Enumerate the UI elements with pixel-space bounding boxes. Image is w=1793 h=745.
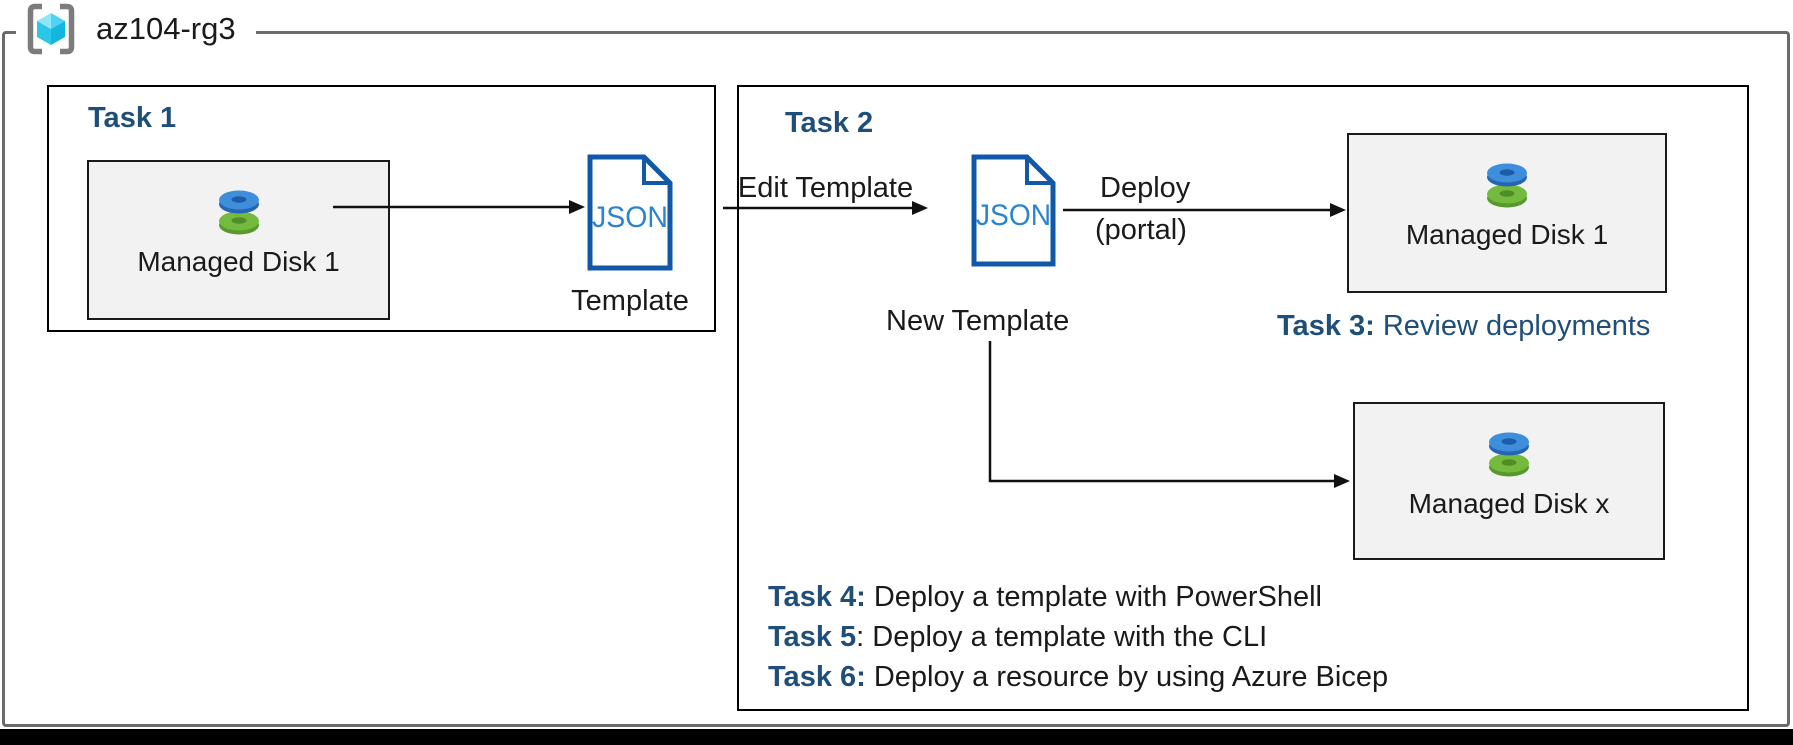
task1-title: Task 1	[88, 102, 177, 134]
managed-disk-1-label: Managed Disk 1	[1405, 219, 1609, 250]
task4-prefix: Task 4:	[768, 581, 866, 613]
task3-annotation: Task 3: Review deployments	[1277, 310, 1650, 343]
resource-group-label: az104-rg3	[16, 0, 256, 58]
managed-disk-1-box-task1: Managed Disk 1	[87, 160, 390, 320]
managed-disk-x-label: Managed Disk x	[1408, 488, 1610, 519]
task4-text: Deploy a template with PowerShell	[865, 581, 1322, 613]
new-template-label: New Template	[886, 305, 1070, 337]
managed-disk-icon	[1487, 163, 1527, 208]
task5-text: : Deploy a template with the CLI	[856, 621, 1268, 653]
task5-prefix: Task 5	[768, 621, 857, 653]
managed-disk-1-box-task2: Managed Disk 1	[1347, 133, 1667, 293]
bottom-black-bar	[0, 729, 1793, 745]
task3-prefix: Task 3:	[1277, 310, 1375, 342]
template-label: Template	[571, 285, 689, 317]
json-file-text: JSON	[976, 199, 1051, 232]
task4-line: Task 4: Deploy a template with PowerShel…	[768, 577, 1388, 617]
footer-task-list: Task 4: Deploy a template with PowerShel…	[768, 577, 1388, 697]
managed-disk-icon	[218, 190, 259, 235]
json-new-template-file-icon: JSON	[971, 154, 1056, 267]
task3-text: Review deployments	[1374, 310, 1651, 342]
managed-disk-1-label: Managed Disk 1	[137, 246, 340, 277]
json-template-file-icon: JSON	[587, 154, 673, 271]
task2-title: Task 2	[785, 107, 874, 139]
resource-group-icon	[27, 3, 75, 55]
deploy-portal-label: (portal)	[1095, 214, 1187, 246]
resource-group-border	[2, 31, 1790, 727]
task5-line: Task 5: Deploy a template with the CLI	[768, 617, 1388, 657]
json-file-text: JSON	[592, 201, 668, 234]
task6-text: Deploy a resource by using Azure Bicep	[865, 661, 1389, 693]
task6-prefix: Task 6:	[768, 661, 866, 693]
managed-disk-icon	[1489, 432, 1529, 477]
task6-line: Task 6: Deploy a resource by using Azure…	[768, 657, 1388, 697]
resource-group-name: az104-rg3	[96, 11, 236, 46]
edit-template-arrow-label: Edit Template	[737, 172, 914, 204]
managed-disk-x-box: Managed Disk x	[1353, 402, 1665, 560]
deploy-arrow-label: Deploy	[1100, 172, 1191, 204]
